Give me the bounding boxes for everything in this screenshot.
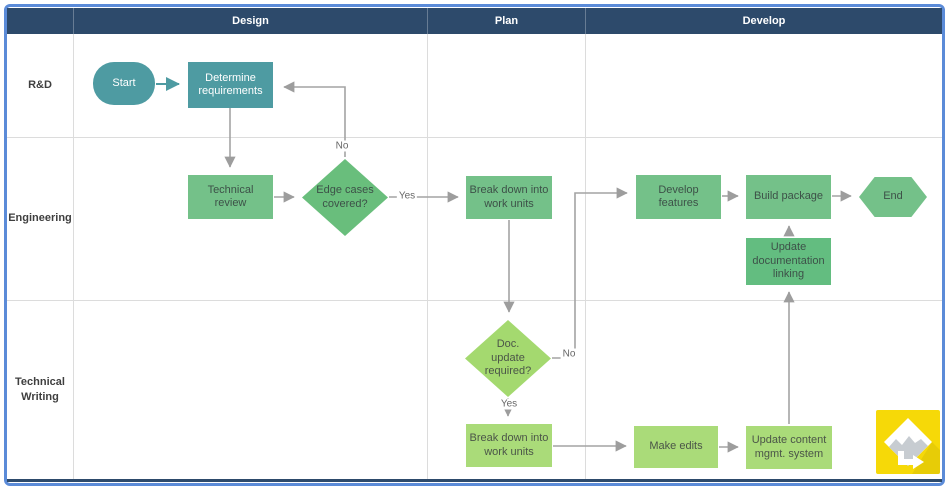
node-update-documentation-linking: Update documentation linking <box>746 238 831 285</box>
edge-label-no: No <box>333 140 351 152</box>
node-make-edits: Make edits <box>634 426 718 468</box>
edge-label-yes: Yes <box>396 190 418 202</box>
node-start: Start <box>93 62 155 105</box>
column-header-design: Design <box>73 8 427 34</box>
node-break-down-work-units-plan: Break down into work units <box>466 176 552 219</box>
lane-label-engineering: Engineering <box>8 212 72 225</box>
edge-label-no: No <box>560 348 578 360</box>
header-corner-cell <box>7 8 73 34</box>
node-develop-features: Develop features <box>636 175 721 219</box>
node-end: End <box>859 177 927 217</box>
node-technical-review: Technical review <box>188 175 273 219</box>
lane-label-rnd: R&D <box>28 79 52 92</box>
grid-line-vertical <box>73 34 74 479</box>
app-logo-icon <box>876 410 940 474</box>
grid-line-vertical <box>427 34 428 479</box>
lane-divider <box>7 300 942 301</box>
lane-header-row: Design Plan Develop <box>7 8 942 34</box>
table-bottom-border <box>7 479 942 482</box>
node-update-content-mgmt-system: Update content mgmt. system <box>746 426 832 469</box>
edge-label-yes: Yes <box>498 398 520 410</box>
node-determine-requirements: Determine requirements <box>188 62 273 108</box>
node-build-package: Build package <box>746 175 831 219</box>
lane-divider <box>7 137 942 138</box>
grid-line-vertical <box>585 34 586 479</box>
node-break-down-work-units-writing: Break down into work units <box>466 424 552 467</box>
column-header-develop: Develop <box>585 8 942 34</box>
column-header-plan: Plan <box>427 8 585 34</box>
app-logo[interactable] <box>876 410 940 474</box>
lane-label-technical-writing: Technical Writing <box>15 376 65 403</box>
